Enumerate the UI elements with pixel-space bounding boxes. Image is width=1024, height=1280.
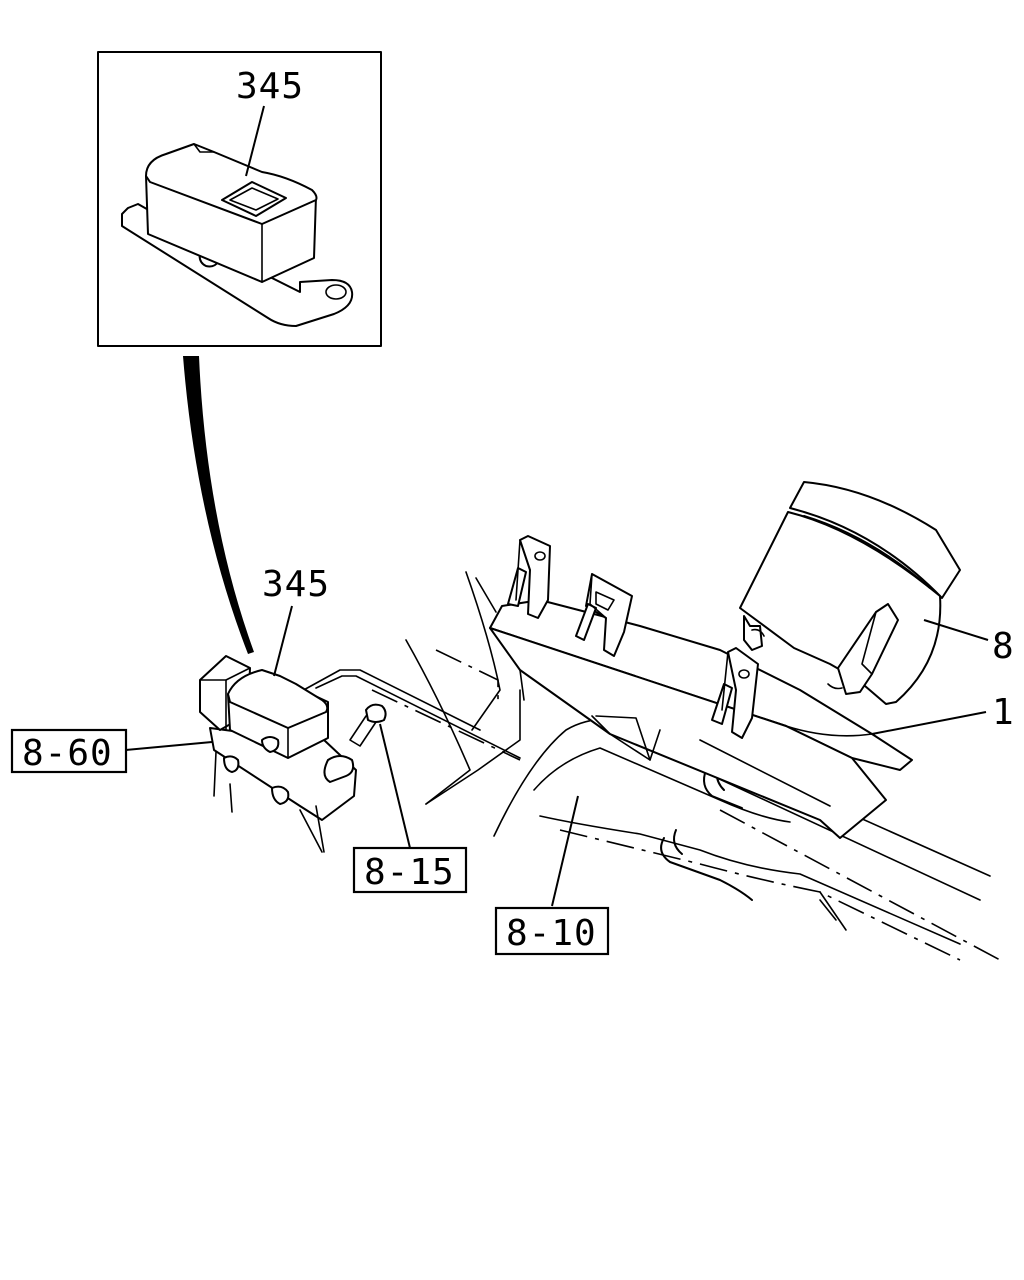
ref-label-8-10: 8-10 (506, 913, 597, 954)
inset-frame (97, 51, 382, 347)
leader-1 (871, 711, 987, 735)
leader-345 (273, 605, 293, 677)
leader-8-15 (379, 723, 411, 849)
panel-clip-3 (711, 647, 759, 739)
leader-8-10 (551, 795, 579, 907)
inset-detail: 345 (97, 51, 382, 347)
leader-8 (923, 619, 989, 641)
inset-sensor-unit (121, 143, 354, 327)
ref-box-8-60[interactable]: 8-60 (10, 728, 128, 774)
installed-sensor-unit (199, 655, 387, 853)
detail-pointer (183, 356, 254, 654)
ref-box-8-10[interactable]: 8-10 (494, 906, 610, 956)
ref-box-8-15[interactable]: 8-15 (352, 846, 468, 894)
label-1: 1 (992, 692, 1015, 733)
ref-label-8-15: 8-15 (364, 852, 455, 893)
label-345: 345 (262, 564, 330, 605)
panel-clip-1 (507, 535, 551, 619)
inset-leader-345 (245, 105, 265, 177)
leader-lines (125, 605, 989, 907)
vehicle-body-lines (299, 571, 1001, 961)
gauge-unit (739, 481, 961, 705)
leader-8-60 (125, 741, 213, 751)
instrument-panel (489, 535, 913, 839)
panel-clip-2 (575, 573, 633, 657)
inset-label-345: 345 (236, 66, 304, 107)
label-8: 8 (992, 626, 1015, 667)
ref-label-8-60: 8-60 (22, 733, 113, 774)
